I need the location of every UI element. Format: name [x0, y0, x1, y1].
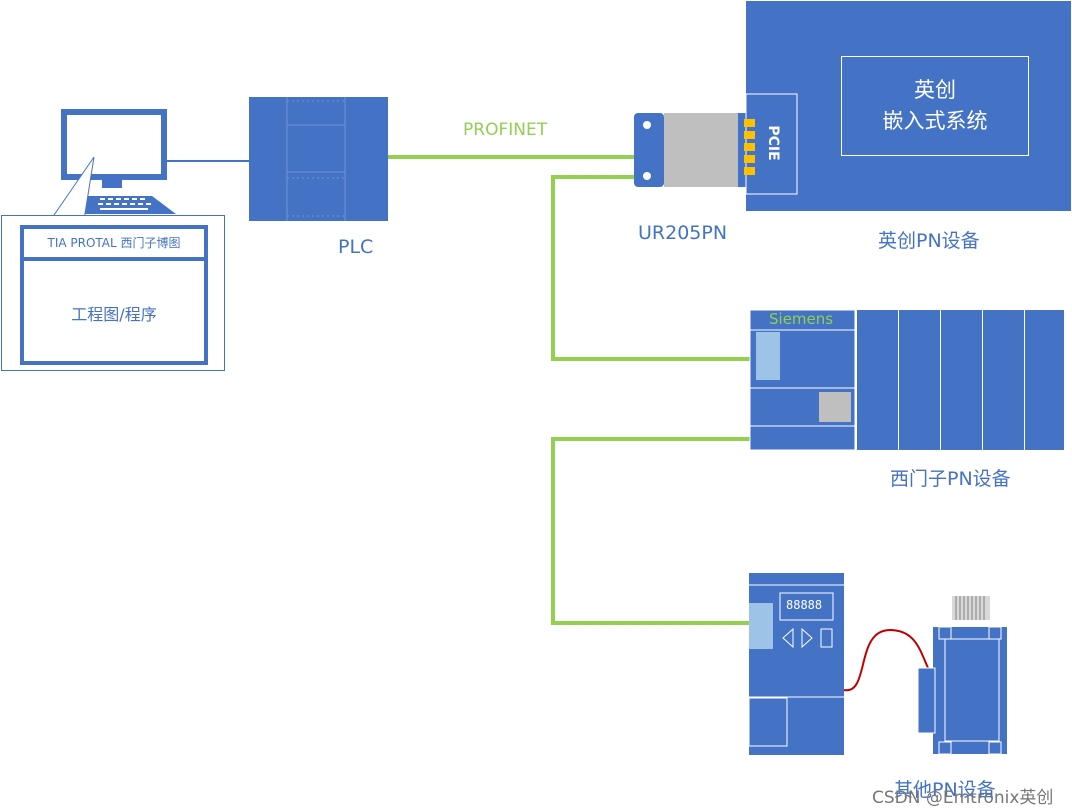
watermark: CSDN @Emtronix英创 — [872, 788, 1054, 808]
embedded-system-box: 英创 嵌入式系统 — [841, 56, 1029, 156]
siemens-brand: Siemens — [769, 310, 834, 328]
siemens-device — [749, 309, 1064, 451]
plc-label: PLC — [338, 236, 374, 258]
software-callout: TIA PROTAL 西门子博图 工程图/程序 — [1, 215, 225, 371]
drive-display: 88888 — [786, 598, 823, 612]
embedded-device — [744, 1, 1071, 211]
motor-device — [917, 596, 1007, 755]
profinet-links — [388, 155, 750, 625]
other-device-label: 其他PN设备 — [894, 779, 996, 801]
profinet-label: PROFINET — [463, 120, 548, 140]
embedded-title-line1: 英创 — [914, 78, 956, 102]
software-title: TIA PROTAL 西门子博图 — [24, 229, 204, 261]
software-window: TIA PROTAL 西门子博图 工程图/程序 — [20, 225, 208, 365]
software-content: 工程图/程序 — [71, 305, 157, 324]
siemens-device-label: 西门子PN设备 — [890, 468, 1011, 490]
plc-device — [249, 97, 388, 221]
drive-device — [748, 573, 844, 755]
computer-icon — [51, 109, 176, 221]
card-label: UR205PN — [638, 222, 728, 244]
link-siemens-to-other — [551, 437, 750, 625]
embedded-device-label: 英创PN设备 — [878, 230, 980, 252]
embedded-title-line2: 嵌入式系统 — [882, 109, 988, 133]
pcie-label: PCIE — [765, 125, 781, 161]
encoder-cable — [843, 628, 929, 692]
ur205pn-card — [634, 113, 755, 187]
link-card-to-siemens — [551, 175, 750, 361]
